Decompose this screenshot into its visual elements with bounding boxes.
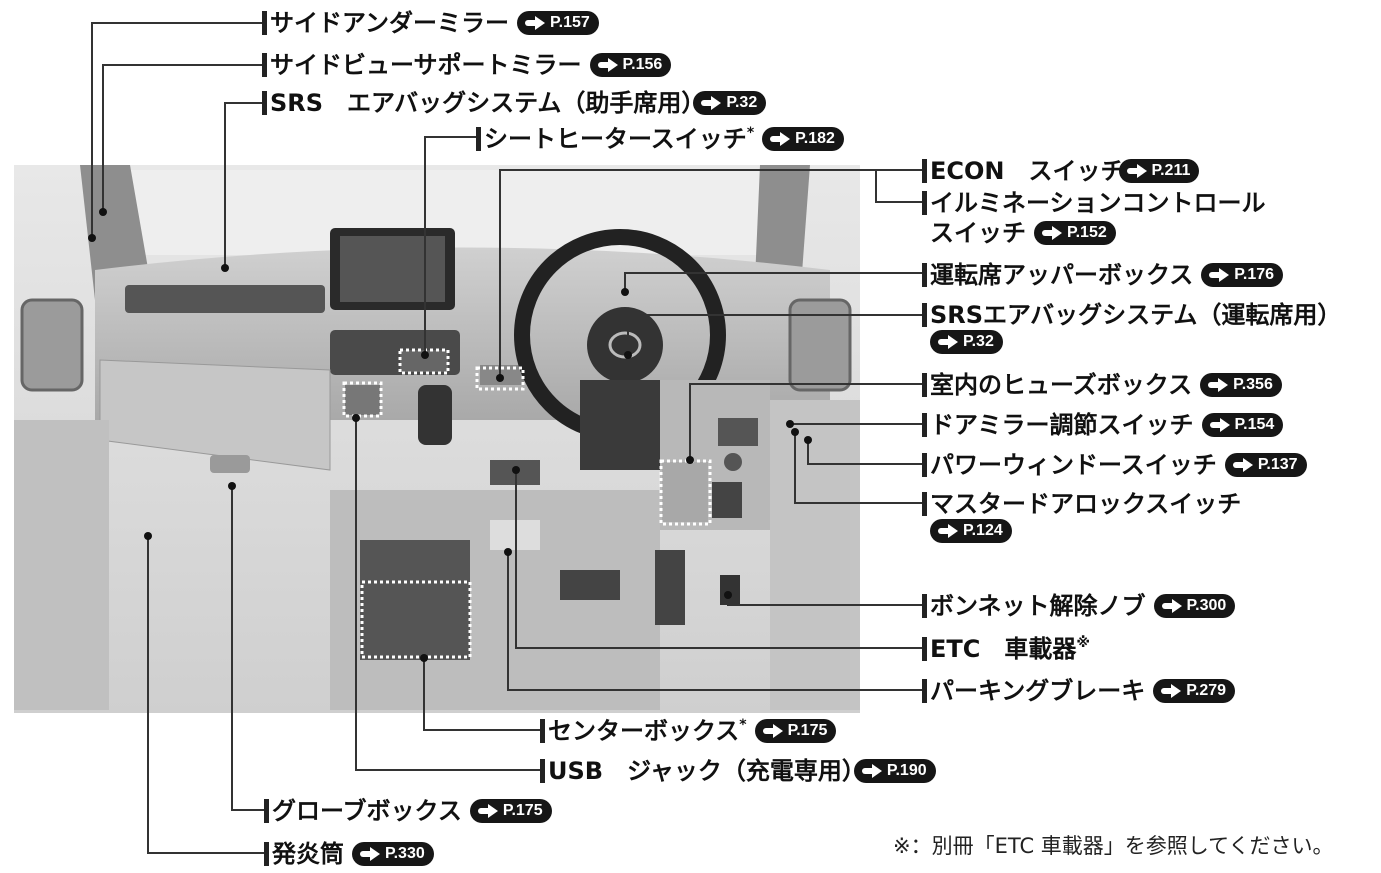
page-ref-badge[interactable]: P.190 [853, 759, 936, 783]
arrow-right-icon [936, 524, 960, 538]
arrow-right-icon [523, 16, 547, 30]
page-ref-badge[interactable]: P.154 [1201, 413, 1284, 437]
footnote: ※：別冊「ETC 車載器」を参照してください。 [893, 834, 1334, 858]
page-ref-badge[interactable]: P.279 [1153, 679, 1236, 703]
arrow-right-icon [768, 132, 792, 146]
callout-illumination-control-switch: イルミネーションコントロール スイッチ P.152 [922, 188, 1266, 248]
page-ref-badge[interactable]: P.175 [754, 719, 837, 743]
callout-interior-fuse-box: 室内のヒューズボックス P.356 [922, 370, 1282, 400]
callout-parking-brake: パーキングブレーキ P.279 [922, 676, 1236, 706]
page-ref-badge[interactable]: P.175 [469, 799, 552, 823]
callout-driver-upper-box: 運転席アッパーボックス P.176 [922, 260, 1284, 290]
callout-usb-jack: USB ジャック（充電専用） P.190 [540, 756, 936, 786]
page-ref-badge[interactable]: P.300 [1153, 594, 1236, 618]
callout-flare: 発炎筒 P.330 [264, 839, 434, 869]
page-ref-badge[interactable]: P.182 [762, 127, 844, 151]
page-ref-badge[interactable]: P.152 [1034, 221, 1116, 245]
arrow-right-icon [476, 804, 500, 818]
page-ref-badge[interactable]: P.211 [1118, 159, 1200, 183]
page-ref-badge[interactable]: P.176 [1201, 263, 1284, 287]
callout-door-mirror-switch: ドアミラー調節スイッチ P.154 [922, 410, 1284, 440]
arrow-right-icon [1231, 458, 1255, 472]
callout-power-window-switch: パワーウィンドースイッチ P.137 [922, 450, 1307, 480]
arrow-right-icon [936, 335, 960, 349]
callout-srs-airbag-passenger: SRS エアバッグシステム（助手席用） P.32 [262, 88, 767, 118]
arrow-right-icon [1208, 418, 1232, 432]
arrow-right-icon [699, 96, 723, 110]
arrow-right-icon [358, 847, 382, 861]
callout-side-view-support-mirror: サイドビューサポートミラー P.156 [262, 50, 672, 80]
arrow-right-icon [1125, 164, 1149, 178]
page-ref-badge[interactable]: P.32 [930, 330, 1003, 354]
arrow-right-icon [1159, 684, 1183, 698]
callout-etc-unit: ETC 車載器※ [922, 634, 1090, 664]
page-ref-badge[interactable]: P.157 [517, 11, 599, 35]
page-ref-badge[interactable]: P.356 [1200, 373, 1282, 397]
arrow-right-icon [1160, 599, 1184, 613]
callout-econ-switch: ECON スイッチ P.211 [922, 156, 1200, 186]
page-ref-badge[interactable]: P.32 [693, 91, 767, 115]
page-ref-badge[interactable]: P.124 [930, 519, 1012, 543]
callout-side-under-mirror: サイドアンダーミラー P.157 [262, 8, 599, 38]
callout-glove-box: グローブボックス P.175 [264, 796, 552, 826]
arrow-right-icon [860, 764, 884, 778]
callout-master-door-lock-switch: マスタードアロックスイッチ P.124 [922, 489, 1241, 543]
arrow-right-icon [1207, 268, 1231, 282]
arrow-right-icon [1040, 226, 1064, 240]
callout-seat-heater-switch: シートヒータースイッチ* P.182 [476, 124, 844, 154]
page-ref-badge[interactable]: P.330 [352, 842, 434, 866]
arrow-right-icon [761, 724, 785, 738]
callout-bonnet-release-knob: ボンネット解除ノブ P.300 [922, 591, 1236, 621]
arrow-right-icon [596, 58, 620, 72]
callout-srs-airbag-driver: SRSエアバッグシステム（運転席用） P.32 [922, 300, 1341, 354]
arrow-right-icon [1206, 378, 1230, 392]
callout-center-box: センターボックス* P.175 [540, 716, 837, 746]
page-ref-badge[interactable]: P.137 [1224, 453, 1307, 477]
page-ref-badge[interactable]: P.156 [589, 53, 672, 77]
